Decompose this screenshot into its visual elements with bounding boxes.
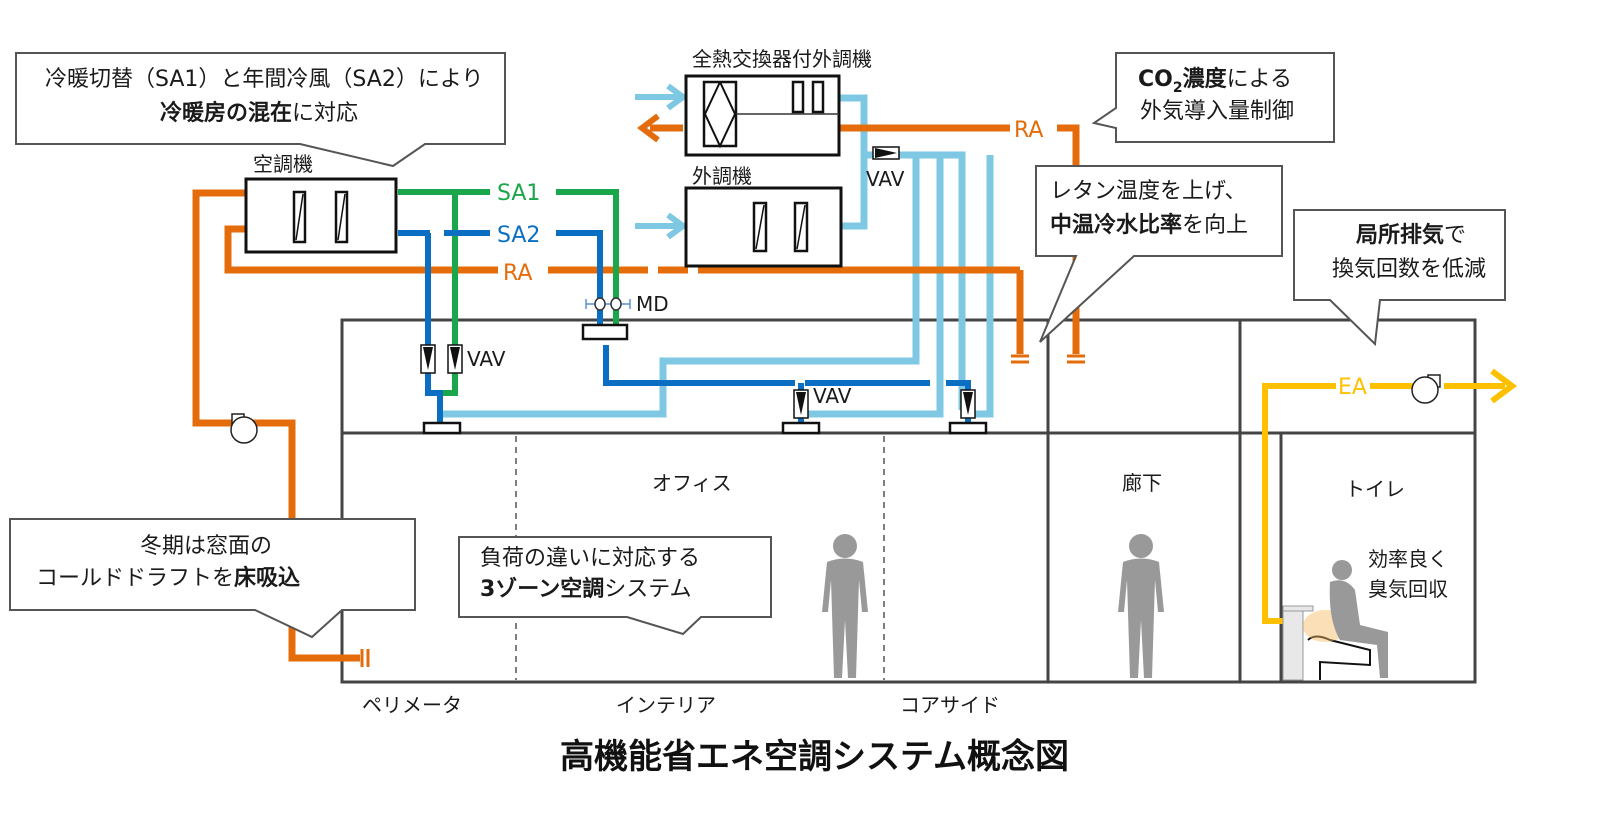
- ra-to-ahu-main: [224, 225, 246, 274]
- diagram-title: 高機能省エネ空調システム概念図: [560, 737, 1069, 777]
- person-standing-corridor-icon: [1118, 534, 1164, 678]
- vav-interior-label: VAV: [813, 384, 852, 408]
- diffuser-perimeter: [422, 421, 462, 435]
- svg-text:外気導入量制御: 外気導入量制御: [1140, 99, 1294, 124]
- vav-core[interactable]: [960, 389, 976, 419]
- svg-text:3ゾーン空調システム: 3ゾーン空調システム: [480, 576, 692, 602]
- ceiling-diffusers: [422, 421, 988, 435]
- svg-text:換気回数を低減: 換気回数を低減: [1332, 257, 1486, 282]
- svg-text:冬期は窓面の: 冬期は窓面の: [140, 534, 272, 559]
- sa1-label: SA1: [497, 181, 540, 206]
- md-label: MD: [636, 292, 669, 316]
- ea-label: EA: [1338, 375, 1367, 400]
- ea-duct: [1262, 368, 1517, 624]
- sa2-main-b: [556, 230, 603, 325]
- toilet-note-line2: 臭気回収: [1368, 577, 1448, 601]
- coil-icon: [811, 80, 825, 114]
- callout-return-temperature: レタン温度を上げ、 中温冷水比率を向上: [1035, 165, 1283, 343]
- vav-perimeter-label: VAV: [467, 347, 506, 371]
- oa-intake-arrows: [635, 83, 689, 240]
- ahu-label: 空調機: [253, 152, 313, 176]
- vav-interior[interactable]: [793, 389, 809, 419]
- oa-branch-2: [440, 155, 920, 418]
- building-section: [340, 318, 1477, 684]
- oa-erv-out: [838, 94, 868, 230]
- heat-exchanger-icon: [702, 80, 738, 148]
- sa1-perimeter: [440, 192, 458, 396]
- zone-label-core: コアサイド: [900, 693, 1000, 717]
- svg-text:コールドドラフトを床吸込: コールドドラフトを床吸込: [36, 565, 300, 591]
- person-seated-icon: [1329, 560, 1388, 678]
- diffuser-interior: [781, 421, 821, 435]
- svg-text:レタン温度を上げ、: レタン温度を上げ、: [1050, 179, 1246, 204]
- callout-local-exhaust: 局所排気で 換気回数を低減: [1293, 209, 1506, 347]
- svg-text:局所排気で: 局所排気で: [1356, 222, 1466, 248]
- building-outline: [340, 318, 1477, 684]
- vav-oa-label: VAV: [866, 167, 905, 191]
- callout-three-zone: 負荷の違いに対応する 3ゾーン空調システム: [458, 536, 772, 636]
- sa2-perimeter: [425, 233, 443, 424]
- ra-exhaust-arrow-icon: [637, 113, 660, 143]
- toilet-note-line1: 効率良く: [1368, 547, 1448, 571]
- ra-fan-icon[interactable]: [230, 413, 258, 444]
- room-corridor-label: 廊下: [1122, 471, 1162, 495]
- sa1-ducts: [398, 189, 619, 396]
- motor-damper[interactable]: [585, 297, 631, 311]
- pipe-labels: SA1 SA2 RA RA EA: [490, 118, 1367, 400]
- svg-text:中温冷水比率を向上: 中温冷水比率を向上: [1050, 212, 1248, 238]
- vav-perimeter-sa2[interactable]: [420, 344, 436, 374]
- svg-text:CO2濃度による: CO2濃度による: [1138, 66, 1292, 96]
- room-office-label: オフィス: [652, 471, 732, 495]
- ahu-unit[interactable]: [244, 177, 398, 254]
- diffuser-core: [948, 421, 988, 435]
- sa2-ducts: [398, 230, 971, 424]
- ea-fan-icon[interactable]: [1411, 374, 1441, 404]
- erv-oac-label: 全熱交換器付外調機: [692, 47, 872, 71]
- sa1-main-b: [556, 189, 619, 325]
- callout-co2-control: CO2濃度による 外気導入量制御: [1091, 52, 1335, 143]
- svg-text:負荷の違いに対応する: 負荷の違いに対応する: [480, 546, 700, 571]
- oa-branch-4: [968, 155, 994, 418]
- svg-text:冷暖切替（SA1）と年間冷風（SA2）により: 冷暖切替（SA1）と年間冷風（SA2）により: [45, 67, 483, 92]
- oa-branch-3: [803, 155, 944, 418]
- vav-oa[interactable]: [872, 146, 900, 160]
- svg-text:冷暖房の混在に対応: 冷暖房の混在に対応: [160, 100, 358, 126]
- erv-oac-unit[interactable]: [684, 74, 841, 157]
- oac-unit[interactable]: [684, 186, 843, 268]
- ra-label: RA: [503, 261, 532, 286]
- sa2-interior: [603, 345, 795, 386]
- ra-grilles: [360, 354, 1085, 667]
- vav-perimeter-sa1[interactable]: [447, 344, 463, 374]
- zone-label-perimeter: ペリメータ: [362, 693, 462, 717]
- mixing-box: [581, 323, 629, 341]
- callout-mixed-heating-cooling: 冷暖切替（SA1）と年間冷風（SA2）により 冷暖房の混在に対応: [15, 52, 506, 168]
- person-standing-office-icon: [822, 534, 868, 678]
- sa2-label: SA2: [497, 223, 540, 248]
- coil-icon: [791, 80, 805, 114]
- room-toilet-label: トイレ: [1345, 477, 1405, 501]
- callout-cold-draft: 冬期は窓面の コールドドラフトを床吸込: [9, 518, 416, 639]
- oac-label: 外調機: [692, 164, 752, 188]
- ra-top-label: RA: [1014, 118, 1043, 143]
- zone-label-interior: インテリア: [616, 693, 716, 717]
- ea-arrow-icon: [1490, 368, 1517, 404]
